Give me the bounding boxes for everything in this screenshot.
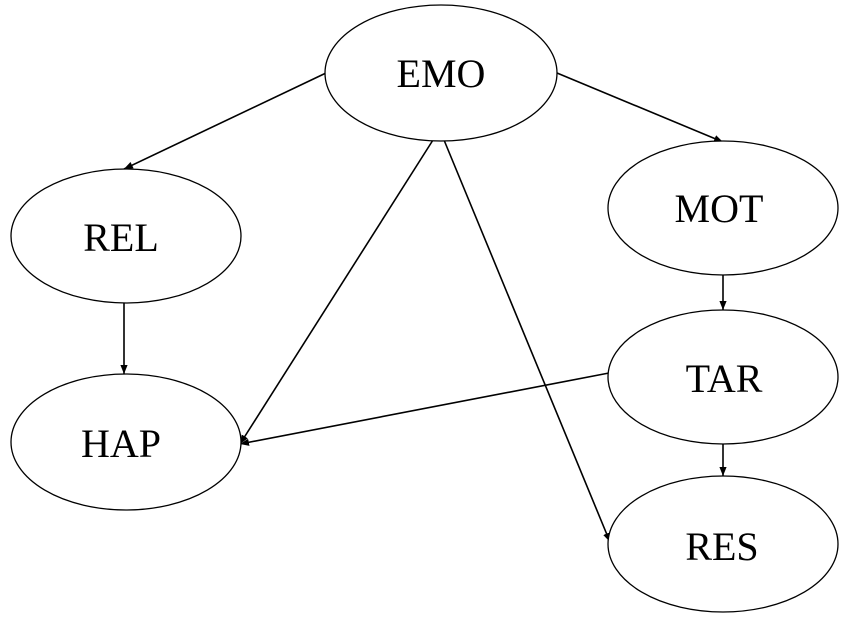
node-mot-label: MOT xyxy=(675,186,764,231)
node-hap: HAP xyxy=(10,373,242,511)
node-rel-ellipse xyxy=(10,168,242,304)
node-emo: EMO xyxy=(324,4,558,142)
node-hap-ellipse xyxy=(10,373,242,511)
node-emo-label: EMO xyxy=(397,51,486,96)
nodes-layer: EMO REL MOT HAP TAR RES xyxy=(10,4,839,613)
edge-emo-to-rel xyxy=(123,72,327,170)
node-rel: REL xyxy=(10,168,242,304)
edge-emo-to-res xyxy=(443,139,611,543)
edge-emo-to-mot xyxy=(556,72,724,143)
node-res: RES xyxy=(607,475,839,613)
node-tar: TAR xyxy=(607,309,839,445)
node-rel-label: REL xyxy=(83,215,159,260)
node-tar-label: TAR xyxy=(686,356,763,401)
edges-layer xyxy=(120,72,727,543)
node-hap-label: HAP xyxy=(81,421,161,466)
node-mot: MOT xyxy=(607,140,839,276)
edge-tar-to-hap xyxy=(239,372,610,446)
node-res-ellipse xyxy=(607,475,839,613)
edge-emo-to-hap xyxy=(239,139,434,445)
node-res-label: RES xyxy=(685,524,758,569)
node-emo-ellipse xyxy=(324,4,558,142)
node-mot-ellipse xyxy=(607,140,839,276)
node-tar-ellipse xyxy=(607,309,839,445)
